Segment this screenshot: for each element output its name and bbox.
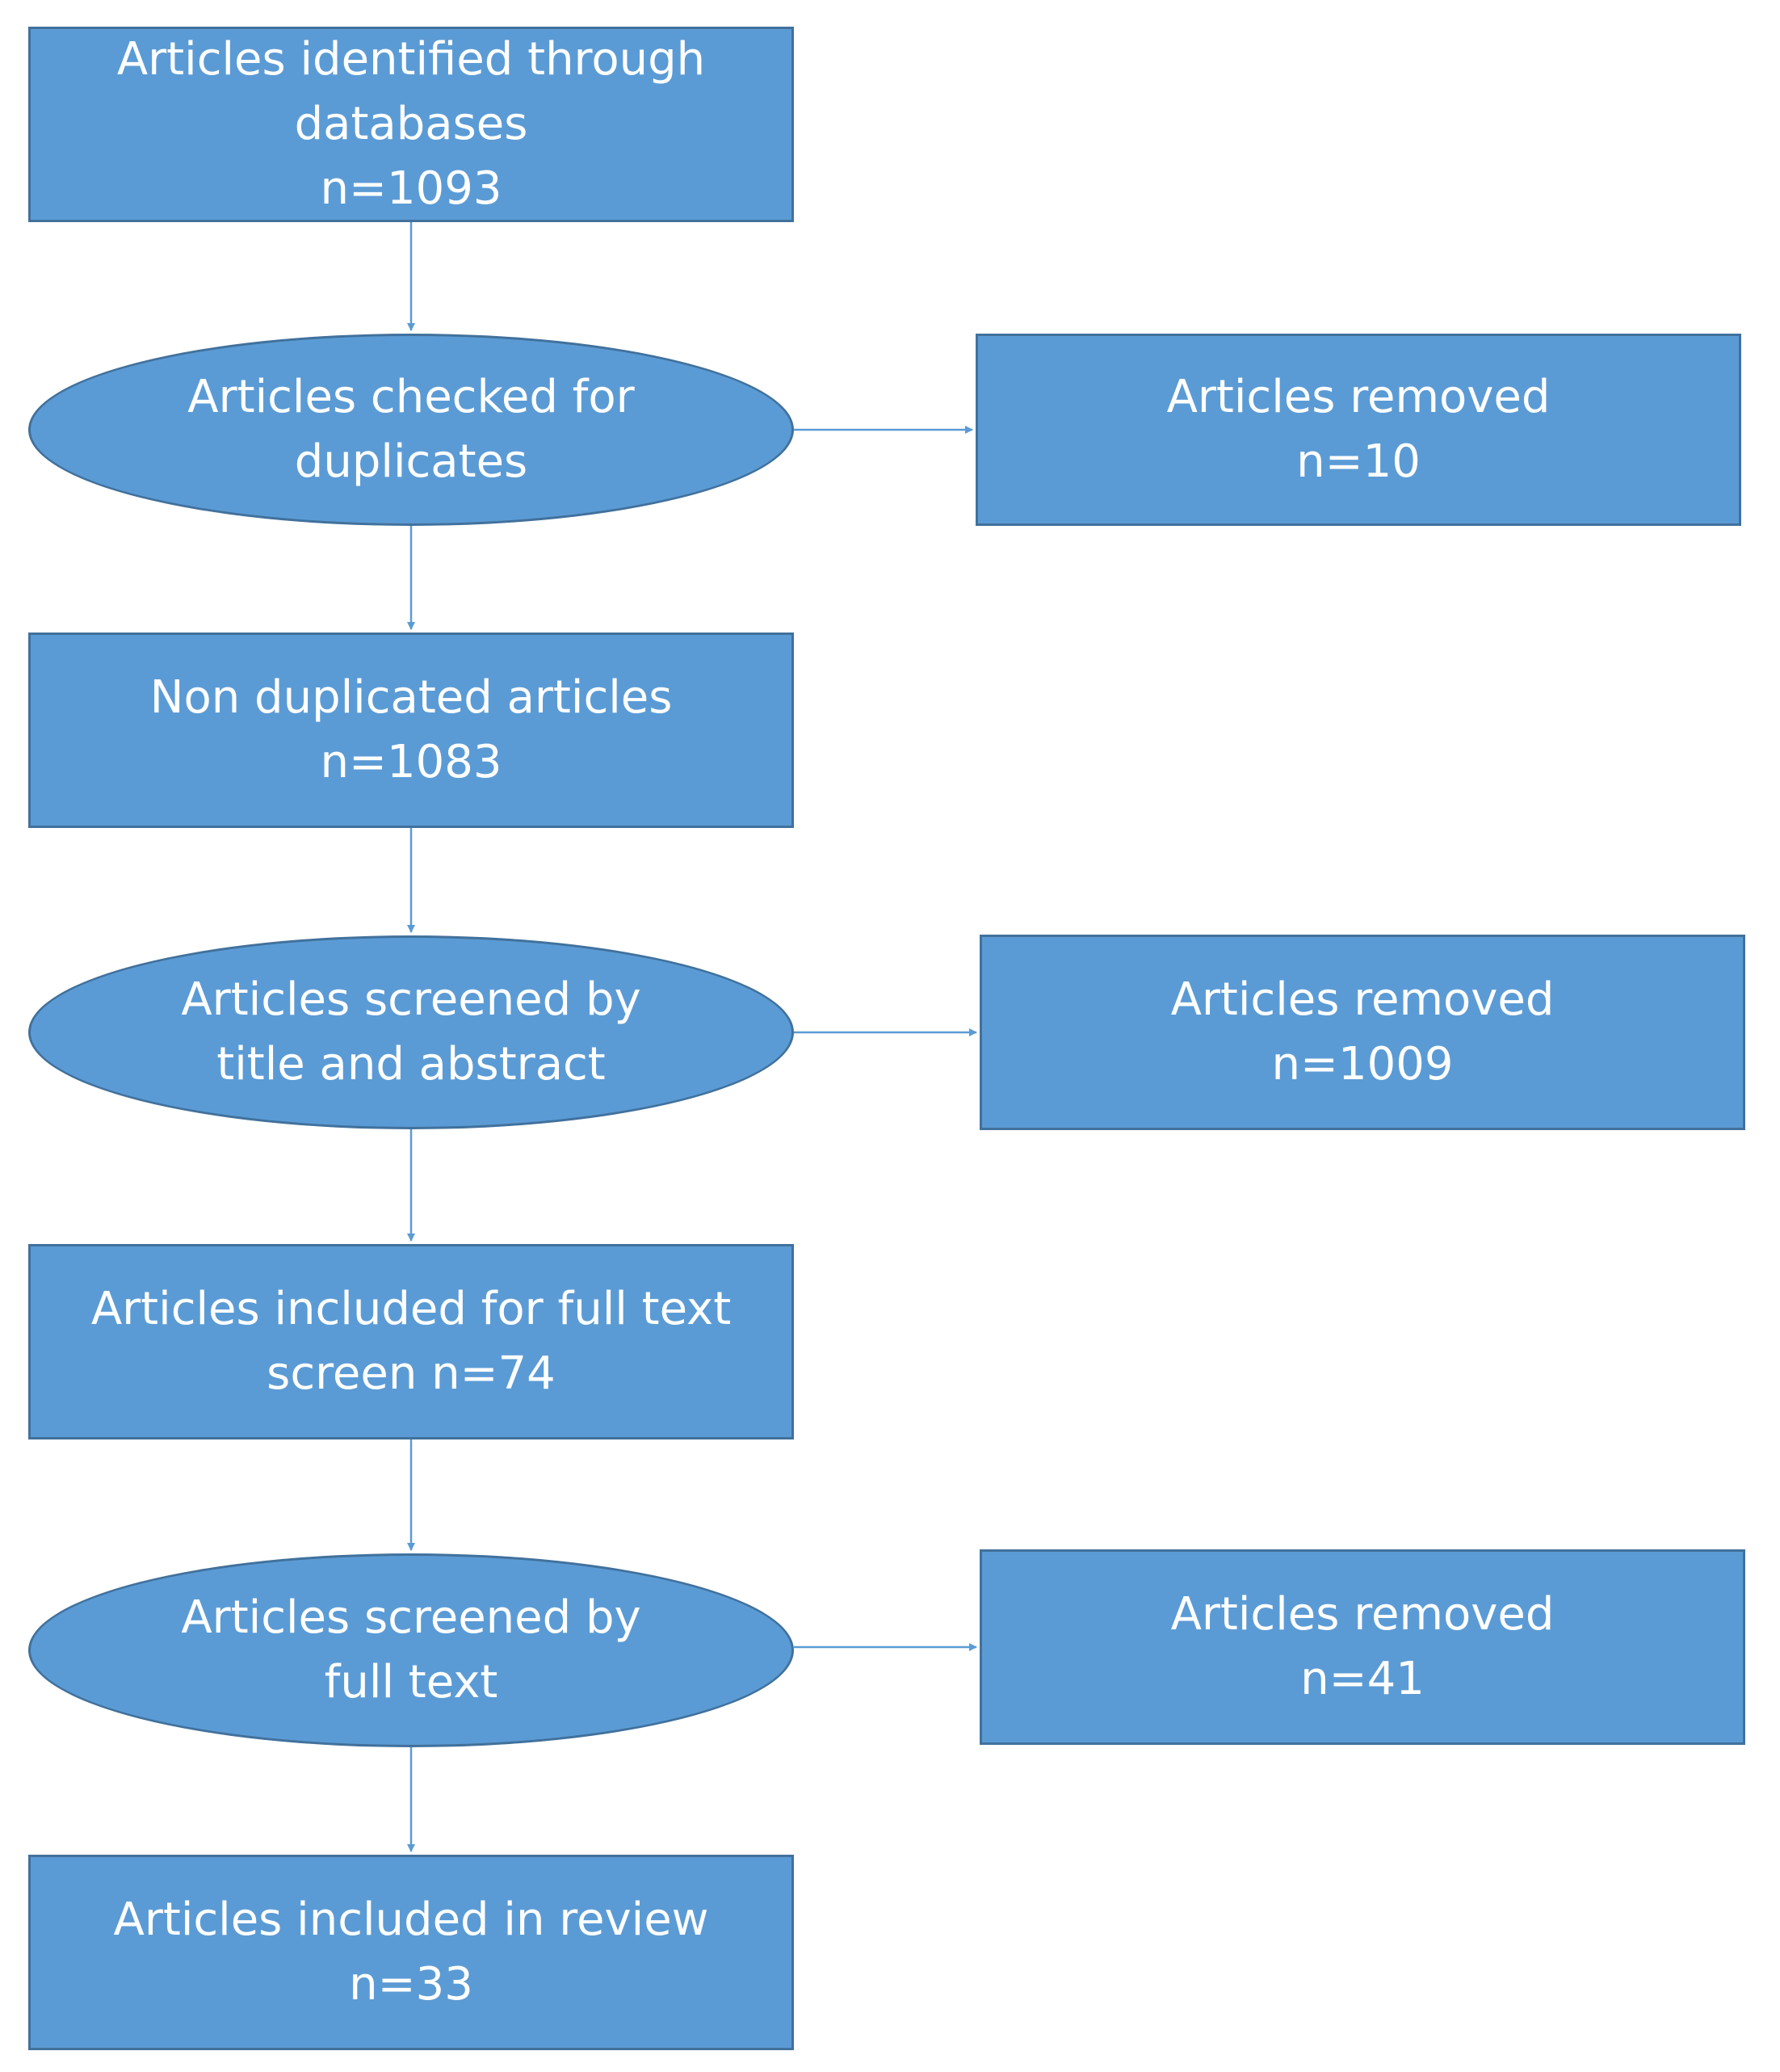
full-text-included-line-2: screen n=74 — [267, 1347, 556, 1400]
screen-full-text-line-2: full text — [324, 1656, 498, 1708]
removed-full-text-box: Articles removed n=41 — [980, 1549, 1745, 1745]
removed-screening-count: n=1009 — [1271, 1038, 1454, 1091]
identified-count: n=1093 — [320, 162, 502, 215]
included-review-line-1: Articles included in review — [113, 1893, 709, 1946]
check-duplicates-line-2: duplicates — [294, 435, 528, 488]
non-duplicated-box: Non duplicated articles n=1083 — [28, 633, 794, 828]
removed-screening-box: Articles removed n=1009 — [980, 935, 1745, 1130]
screen-title-abstract-line-1: Articles screened by — [181, 973, 641, 1026]
included-review-box: Articles included in review n=33 — [28, 1855, 794, 2050]
screen-full-text-line-1: Articles screened by — [181, 1591, 641, 1644]
identified-box: Articles identified through databases n=… — [28, 27, 794, 222]
removed-full-text-line-1: Articles removed — [1170, 1588, 1555, 1641]
screen-title-abstract-line-2: title and abstract — [216, 1038, 606, 1091]
removed-duplicates-count: n=10 — [1296, 435, 1421, 488]
non-duplicated-count: n=1083 — [320, 736, 502, 788]
full-text-included-line-1: Articles included for full text — [90, 1283, 732, 1335]
full-text-included-box: Articles included for full text screen n… — [28, 1244, 794, 1439]
removed-screening-line-1: Articles removed — [1170, 973, 1555, 1026]
check-duplicates-line-1: Articles checked for — [187, 371, 635, 423]
identified-line-1: Articles identified through — [116, 33, 706, 86]
identified-line-2: databases — [294, 98, 528, 150]
included-review-count: n=33 — [349, 1958, 473, 2011]
removed-full-text-count: n=41 — [1300, 1653, 1425, 1705]
screen-full-text-ellipse: Articles screened by full text — [28, 1553, 794, 1747]
screen-title-abstract-ellipse: Articles screened by title and abstract — [28, 935, 794, 1129]
removed-duplicates-box: Articles removed n=10 — [976, 334, 1741, 526]
check-duplicates-ellipse: Articles checked for duplicates — [28, 334, 794, 526]
non-duplicated-line-1: Non duplicated articles — [149, 671, 673, 724]
removed-duplicates-line-1: Articles removed — [1166, 371, 1551, 423]
